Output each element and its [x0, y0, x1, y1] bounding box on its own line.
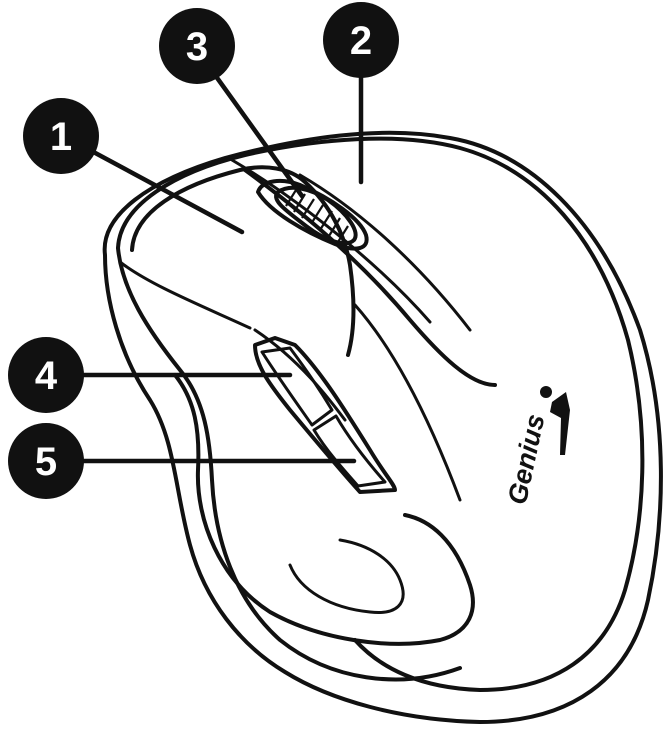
callout-5: 5 [8, 423, 84, 499]
callout-number-3: 3 [186, 25, 208, 69]
callout-number-1: 1 [50, 115, 72, 159]
mouse-base-shell [102, 130, 663, 724]
scroll-wheel[interactable] [256, 178, 369, 251]
callout-3: 3 [159, 8, 235, 84]
side-button-housing [253, 336, 397, 494]
callout-circle-3 [159, 8, 235, 84]
callout-4: 4 [8, 337, 84, 413]
genius-figure-icon [540, 386, 570, 455]
button-divider-groove-2 [230, 158, 432, 324]
callout-number-5: 5 [35, 440, 57, 484]
thumb-grip-inner [173, 373, 475, 646]
thumb-grip-recess [288, 538, 405, 615]
callout-number-2: 2 [350, 19, 372, 63]
callout-circle-4 [8, 337, 84, 413]
leader-lines [67, 61, 364, 464]
side-panel-line [353, 303, 462, 502]
callout-1: 1 [23, 98, 99, 174]
callout-2: 2 [323, 2, 399, 78]
leader-line-1 [83, 145, 245, 235]
callout-number-4: 4 [35, 354, 58, 398]
button-divider-groove [243, 168, 497, 387]
button-divider-groove-3 [298, 173, 472, 332]
back-side-button[interactable] [312, 414, 387, 488]
left-button-lower-edge [118, 260, 252, 330]
mouse-top-shell [116, 136, 645, 692]
leader-line-3 [207, 65, 305, 199]
callout-circle-2 [323, 2, 399, 78]
scroll-wheel-well [256, 178, 369, 251]
scroll-wheel-disk [274, 185, 358, 246]
mouse-body: Genius [102, 130, 663, 724]
thumb-grip-outer [116, 246, 462, 682]
scroll-wheel-ribs [285, 189, 349, 243]
forward-side-button[interactable] [260, 346, 334, 427]
callout-circle-5 [8, 423, 84, 499]
callout-circle-1 [23, 98, 99, 174]
